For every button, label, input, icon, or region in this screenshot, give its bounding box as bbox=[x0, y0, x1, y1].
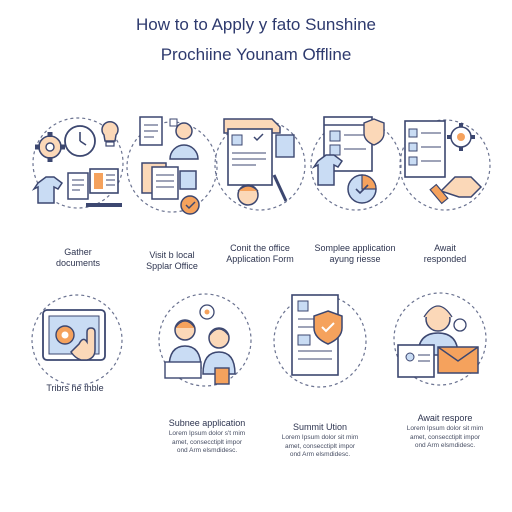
title-line-2: Prochiine Younam Offline bbox=[160, 45, 352, 64]
step-label: Await respore bbox=[417, 413, 473, 423]
step-label: Tribrs he thble bbox=[46, 383, 104, 393]
application-form-person-icon bbox=[210, 105, 310, 230]
documents-clock-gear-icon bbox=[28, 105, 128, 230]
office-documents-person-icon bbox=[122, 105, 222, 230]
checklist-gear-handshake-icon bbox=[395, 105, 495, 230]
title-line-1: How to to Apply y fato Sunshine bbox=[135, 15, 377, 34]
person-mail-document-icon bbox=[390, 285, 490, 395]
step-label: Subnee application bbox=[168, 418, 246, 428]
tablet-hand-gear-icon bbox=[25, 290, 125, 390]
step-label: Summit Ution bbox=[292, 422, 347, 432]
two-people-laptop-icon bbox=[155, 290, 255, 400]
browser-shield-person-icon bbox=[304, 105, 404, 230]
document-shield-check-icon bbox=[270, 285, 370, 395]
